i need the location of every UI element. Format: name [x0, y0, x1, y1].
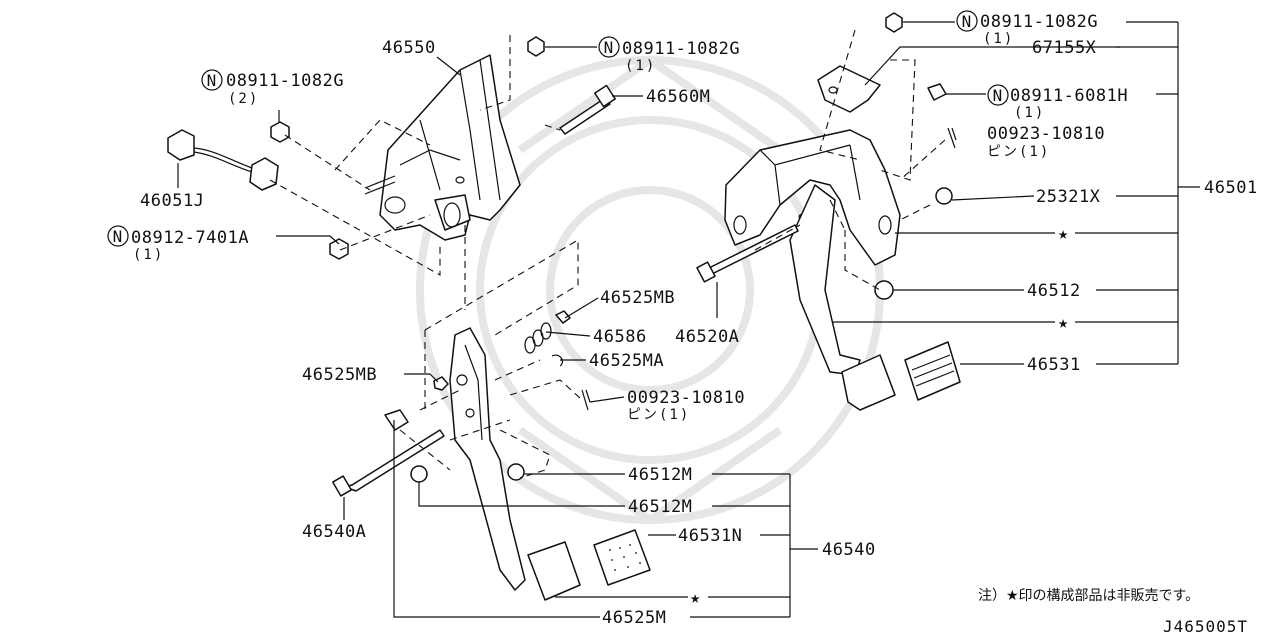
label-08911-1082G-top: 08911-1082G: [622, 39, 740, 59]
svg-text:N: N: [207, 71, 218, 90]
label-67155X: 67155X: [1032, 38, 1097, 58]
label-46531N: 46531N: [678, 526, 742, 546]
svg-text:N: N: [993, 86, 1004, 105]
dashed-guides: [269, 29, 946, 479]
part-labels: 46550 08911-1082G (1) 08911-1082G (2) 46…: [131, 12, 1258, 628]
qty-08911-1082G-top: (1): [625, 58, 656, 74]
svg-text:N: N: [962, 12, 973, 31]
label-46525MB-left: 46525MB: [302, 365, 377, 385]
nut-badges: N N N N N: [107, 10, 1009, 247]
star-mark-2: ★: [1058, 313, 1069, 333]
label-08911-6081H: 08911-6081H: [1010, 86, 1128, 106]
label-46540A: 46540A: [302, 522, 366, 542]
label-46560M: 46560M: [646, 87, 710, 107]
bracket-46550-drawing: [364, 54, 616, 241]
label-46550: 46550: [382, 38, 436, 58]
qty-08911-1082G-left: (2): [228, 91, 259, 107]
sub-00923-10810-right: ピン(1): [987, 144, 1050, 160]
label-46525MA: 46525MA: [589, 351, 664, 371]
qty-08911-6081H: (1): [1014, 105, 1045, 121]
star-mark-1: ★: [1058, 224, 1069, 244]
brake-pedal-46540: [332, 310, 651, 601]
nut-badge-08911-1082G-b: N: [201, 69, 223, 91]
diagram-code: J465005T: [1163, 617, 1248, 636]
label-46512M-bottom: 46512M: [628, 497, 692, 517]
label-08911-1082G-left: 08911-1082G: [226, 71, 344, 91]
label-46540: 46540: [822, 540, 876, 560]
qty-08912-7401A: (1): [133, 247, 164, 263]
label-00923-10810-right: 00923-10810: [987, 124, 1105, 144]
label-46525M: 46525M: [602, 608, 666, 628]
label-25321X: 25321X: [1036, 187, 1101, 207]
nut-badge-08911-1082G-c: N: [956, 10, 978, 32]
label-46520A: 46520A: [675, 327, 739, 347]
label-08911-1082G-right: 08911-1082G: [980, 12, 1098, 32]
label-46512: 46512: [1027, 281, 1081, 301]
sub-00923-10810-center: ピン(1): [627, 407, 690, 423]
switch-harness-46051J: [167, 129, 279, 191]
nut-badge-08912-7401A: N: [107, 225, 129, 247]
label-08912-7401A: 08912-7401A: [131, 228, 249, 248]
label-46051J: 46051J: [140, 191, 204, 211]
label-46531: 46531: [1027, 355, 1081, 375]
nut-badge-08911-1082G-a: N: [598, 36, 620, 58]
label-46501: 46501: [1204, 178, 1258, 198]
svg-text:N: N: [604, 38, 615, 57]
label-46525MB-top: 46525MB: [600, 288, 675, 308]
nut-badge-08911-6081H: N: [987, 84, 1009, 106]
clutch-pedal-assembly-46501: [696, 65, 961, 411]
nut-shapes: [270, 12, 903, 260]
star-mark-3: ★: [690, 588, 701, 608]
non-sale-note: 注）★印の構成部品は非販売です。: [978, 588, 1199, 604]
label-00923-10810-center: 00923-10810: [627, 388, 745, 408]
label-46512M-top: 46512M: [628, 465, 692, 485]
leader-lines: [177, 21, 1200, 618]
label-46586: 46586: [593, 327, 647, 347]
svg-text:N: N: [113, 227, 124, 246]
qty-08911-1082G-right: (1): [983, 31, 1014, 47]
